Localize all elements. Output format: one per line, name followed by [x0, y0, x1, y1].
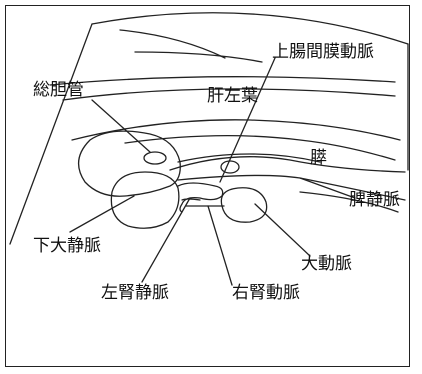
common-bile-duct-shape	[143, 151, 167, 165]
pancreas-line-2	[177, 153, 321, 163]
leader-left-renal-vein	[141, 197, 191, 283]
renal-vein-tail	[181, 198, 201, 201]
leader-sma	[219, 57, 276, 183]
liver-border-2	[124, 135, 396, 161]
label-common-bile-duct: 総胆管	[33, 80, 84, 100]
label-left-renal-vein: 左腎静脈	[101, 283, 169, 303]
liver-border-1	[71, 119, 401, 141]
pancreas-line-4	[299, 191, 399, 213]
leader-common-bile-duct	[91, 99, 151, 153]
sector-top-arc	[91, 12, 409, 45]
sector-left-edge	[9, 23, 93, 245]
leader-aorta	[254, 203, 311, 257]
layer-line-4	[62, 88, 396, 101]
sma-shape	[220, 160, 240, 174]
diagram-frame	[5, 5, 410, 367]
label-pancreas: 膵	[310, 148, 327, 168]
leader-right-renal-artery	[207, 205, 233, 286]
label-sma: 上腸間膜動脈	[272, 42, 374, 62]
ivc-shape	[110, 171, 180, 229]
pancreas-line-1	[169, 156, 406, 173]
layer-line-3	[49, 76, 396, 86]
leader-splenic-vein	[299, 177, 356, 199]
label-liver-left-lobe: 肝左葉	[207, 86, 258, 106]
label-splenic-vein: 脾静脈	[349, 190, 400, 210]
label-ivc: 下大静脈	[33, 236, 101, 256]
layer-line-2	[134, 51, 263, 63]
aorta-shape	[220, 187, 268, 223]
label-aorta: 大動脈	[301, 254, 352, 274]
layer-line-1	[119, 29, 226, 59]
left-renal-vein-shape	[177, 182, 224, 213]
pancreas-head	[78, 130, 181, 197]
leader-ivc	[69, 195, 135, 233]
label-right-renal-artery: 右腎動脈	[232, 283, 300, 303]
